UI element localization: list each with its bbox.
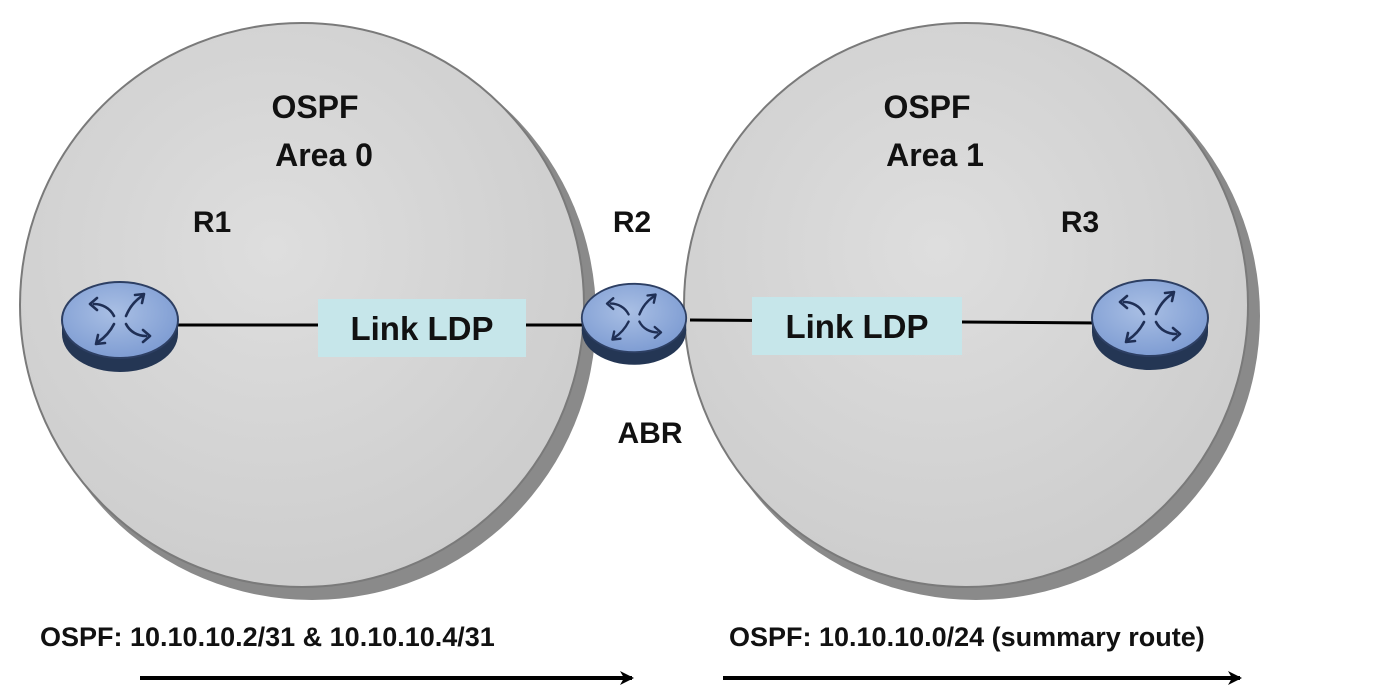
router-r2-icon: [580, 282, 688, 366]
link-ldp-box-1: Link LDP: [318, 299, 526, 357]
area-0-protocol: OSPF: [271, 89, 358, 125]
area-1-protocol: OSPF: [883, 89, 970, 125]
link-ldp-label-1: Link LDP: [350, 310, 493, 347]
router-r1-name: R1: [193, 206, 231, 239]
router-r1-icon: [60, 280, 180, 374]
link-ldp-box-2: Link LDP: [752, 297, 962, 355]
router-r2-role: ABR: [618, 417, 683, 450]
route-text-area-0: OSPF: 10.10.10.2/31 & 10.10.10.4/31: [40, 622, 495, 652]
router-r2-name: R2: [613, 206, 651, 239]
router-r3-icon: [1090, 278, 1210, 372]
link-ldp-label-2: Link LDP: [785, 308, 928, 345]
route-text-area-1: OSPF: 10.10.10.0/24 (summary route): [729, 622, 1205, 652]
area-0-label: Area 0: [275, 137, 373, 173]
area-1-label: Area 1: [886, 137, 984, 173]
router-r3-name: R3: [1061, 206, 1099, 239]
area-1-circle: [683, 22, 1260, 600]
area-0-circle: [19, 22, 596, 600]
